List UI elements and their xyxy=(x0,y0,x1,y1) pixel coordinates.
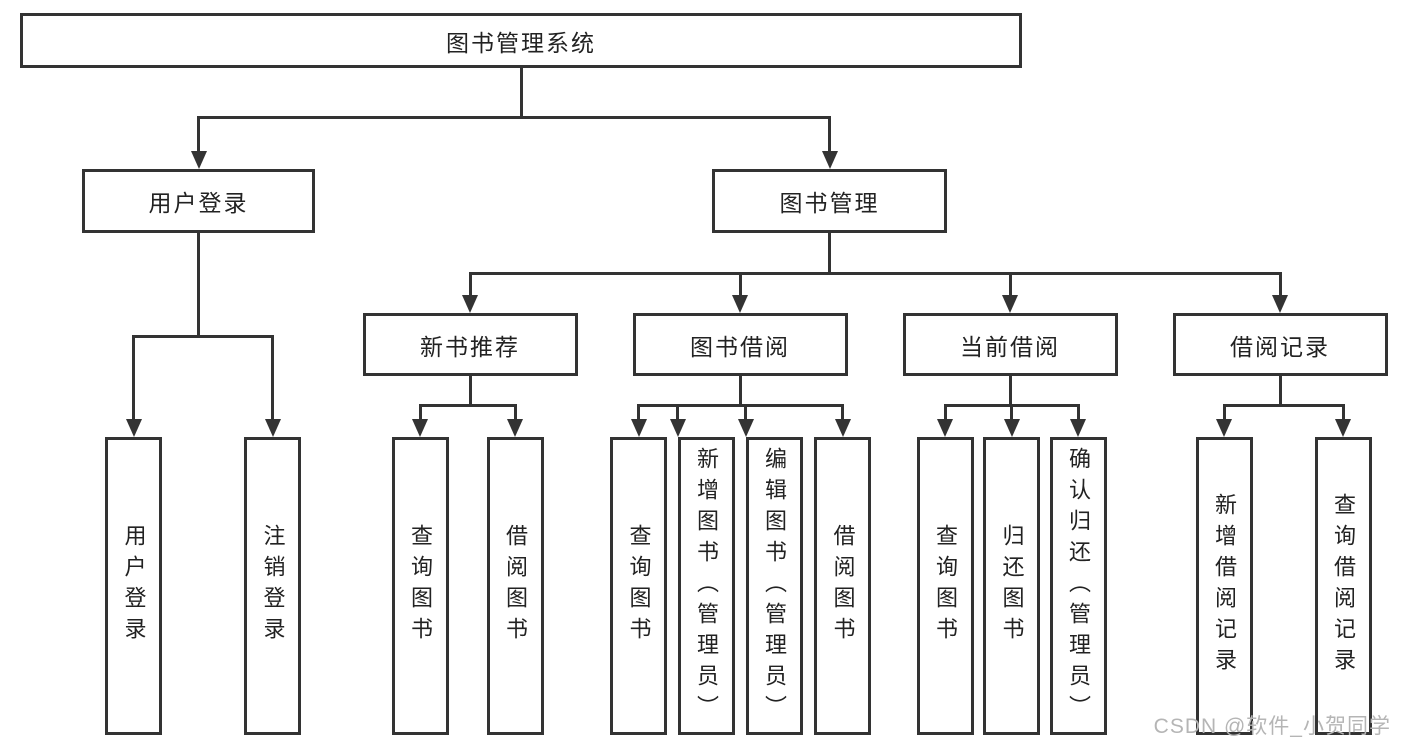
node-label: 图书管理 xyxy=(779,190,880,216)
connector-current-borrow-drop xyxy=(1008,376,1012,407)
arrow-to-borrow-records xyxy=(1272,272,1288,313)
arrow-to-query-book-2 xyxy=(630,404,647,437)
leaf-borrow-book-2: 借阅图书 xyxy=(814,437,871,735)
node-label: 用户登录 xyxy=(121,524,147,648)
connector-user-login-bar xyxy=(132,335,274,338)
connector-new-book-recommend-bar xyxy=(418,404,517,407)
leaf-add-book-admin: 新增图书（管理员） xyxy=(677,437,735,735)
node-book-management: 图书管理 xyxy=(712,169,947,233)
node-label: 新增图书（管理员） xyxy=(694,446,719,726)
node-label: 借阅记录 xyxy=(1230,333,1330,360)
connector-root-drop xyxy=(519,68,523,118)
connector-book-borrow-drop xyxy=(738,376,742,407)
arrow-to-query-borrow-record xyxy=(1335,404,1351,437)
node-label: 注销登录 xyxy=(260,524,286,648)
arrow-to-user-login xyxy=(190,116,207,169)
node-label: 查询图书 xyxy=(408,524,433,648)
node-label: 图书借阅 xyxy=(690,333,790,360)
node-label: 查询借阅记录 xyxy=(1331,493,1356,679)
arrow-to-confirm-return xyxy=(1070,404,1086,437)
connector-borrow-records-drop xyxy=(1278,376,1282,407)
node-borrow-records: 借阅记录 xyxy=(1172,313,1388,376)
arrow-to-add-book xyxy=(669,404,686,437)
leaf-return-book: 归还图书 xyxy=(983,437,1040,735)
arrow-to-borrow-book-2 xyxy=(834,404,851,437)
leaf-borrow-book-1: 借阅图书 xyxy=(486,437,544,735)
arrow-to-book-management xyxy=(821,116,838,169)
arrow-to-query-book-3 xyxy=(937,404,953,437)
node-label: 借阅图书 xyxy=(830,524,856,648)
node-label: 借阅图书 xyxy=(503,524,528,648)
connector-level2-bar xyxy=(197,116,831,119)
leaf-query-book-1: 查询图书 xyxy=(391,437,449,735)
node-user-login: 用户登录 xyxy=(82,169,315,233)
arrow-to-borrow-book-1 xyxy=(507,404,523,437)
arrow-to-add-borrow-record xyxy=(1216,404,1232,437)
connector-borrow-records-bar xyxy=(1222,404,1345,407)
node-label: 用户登录 xyxy=(148,190,249,216)
node-label: 归还图书 xyxy=(999,524,1025,648)
leaf-add-borrow-record: 新增借阅记录 xyxy=(1195,437,1253,735)
arrow-to-logout-leaf xyxy=(264,335,281,437)
leaf-query-book-3: 查询图书 xyxy=(916,437,974,735)
leaf-logout: 注销登录 xyxy=(244,437,301,735)
arrow-to-query-book-1 xyxy=(412,404,428,437)
arrow-to-new-book-recommend xyxy=(462,272,478,313)
arrow-to-return-book xyxy=(1003,404,1020,437)
node-label: 编辑图书（管理员） xyxy=(762,446,787,726)
leaf-query-borrow-record: 查询借阅记录 xyxy=(1314,437,1372,735)
node-label: 图书管理系统 xyxy=(446,29,596,56)
arrow-to-edit-book xyxy=(737,404,754,437)
leaf-confirm-return-admin: 确认归还（管理员） xyxy=(1049,437,1107,735)
node-book-borrow: 图书借阅 xyxy=(632,313,848,376)
leaf-user-login: 用户登录 xyxy=(105,437,162,735)
arrow-to-user-login-leaf xyxy=(125,335,142,437)
leaf-edit-book-admin: 编辑图书（管理员） xyxy=(745,437,803,735)
watermark: CSDN @软件_小贺同学 xyxy=(1153,715,1391,738)
node-label: 新增借阅记录 xyxy=(1212,493,1237,679)
connector-user-login-drop xyxy=(197,233,200,338)
node-new-book-recommend: 新书推荐 xyxy=(362,313,578,376)
connector-book-management-drop xyxy=(828,233,831,275)
arrow-to-current-borrow xyxy=(1002,272,1018,313)
connector-level3-bar xyxy=(468,272,1282,275)
node-label: 查询图书 xyxy=(626,524,652,648)
node-label: 当前借阅 xyxy=(960,333,1060,360)
node-label: 新书推荐 xyxy=(420,333,520,360)
node-library-system: 图书管理系统 xyxy=(20,13,1022,68)
node-label: 确认归还（管理员） xyxy=(1066,446,1091,726)
node-current-borrow: 当前借阅 xyxy=(902,313,1118,376)
leaf-query-book-2: 查询图书 xyxy=(610,437,667,735)
connector-book-borrow-bar xyxy=(637,404,844,407)
arrow-to-book-borrow xyxy=(732,272,748,313)
node-label: 查询图书 xyxy=(933,524,958,648)
connector-new-book-recommend-drop xyxy=(468,376,472,407)
